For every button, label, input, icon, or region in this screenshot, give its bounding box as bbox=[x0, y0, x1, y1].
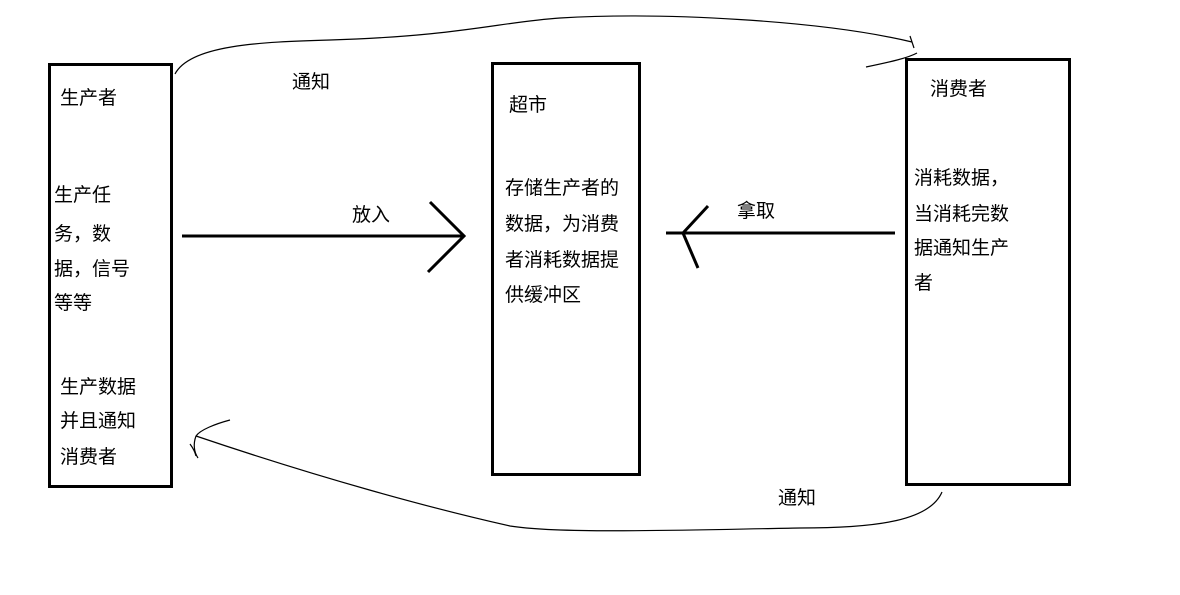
supermarket-desc-line: 存储生产者的 bbox=[505, 177, 620, 199]
notify-bottom-curve bbox=[195, 435, 943, 532]
producer-title: 生产者 bbox=[60, 87, 118, 109]
supermarket-desc-line: 者消耗数据提 bbox=[505, 249, 620, 271]
supermarket-box bbox=[491, 62, 641, 476]
supermarket-title: 超市 bbox=[509, 94, 548, 116]
producer-action-line: 消费者 bbox=[60, 446, 118, 468]
consumer-desc-line: 消耗数据， bbox=[914, 167, 1010, 189]
producer-desc-line: 务，数 bbox=[54, 223, 112, 245]
consumer-desc-line: 者 bbox=[914, 272, 934, 294]
producer-desc-line: 生产任 bbox=[54, 184, 112, 206]
notify-top-curve bbox=[174, 15, 913, 75]
consumer-desc-line: 据通知生产 bbox=[914, 237, 1010, 259]
producer-action-line: 并且通知 bbox=[60, 410, 137, 432]
put-arrow-head bbox=[426, 200, 467, 274]
producer-action-line: 生产数据 bbox=[60, 376, 137, 398]
notify-bottom-label: 通知 bbox=[778, 487, 817, 509]
put-arrow-label: 放入 bbox=[352, 204, 391, 226]
producer-box bbox=[48, 63, 173, 488]
notify-top-arrowhead bbox=[865, 35, 918, 68]
producer-desc-line: 据，信号 bbox=[54, 258, 131, 280]
supermarket-desc-line: 供缓冲区 bbox=[505, 284, 582, 306]
supermarket-desc-line: 数据，为消费 bbox=[505, 213, 620, 235]
notify-bottom-arrowhead bbox=[189, 419, 231, 459]
consumer-desc-line: 当消耗完数 bbox=[914, 203, 1010, 225]
consumer-box bbox=[905, 58, 1071, 486]
take-arrow-head bbox=[681, 204, 710, 269]
producer-desc-line: 等等 bbox=[54, 292, 93, 314]
notify-top-label: 通知 bbox=[292, 71, 331, 93]
take-arrow-label: 拿取 bbox=[737, 200, 776, 222]
consumer-title: 消费者 bbox=[930, 78, 988, 100]
